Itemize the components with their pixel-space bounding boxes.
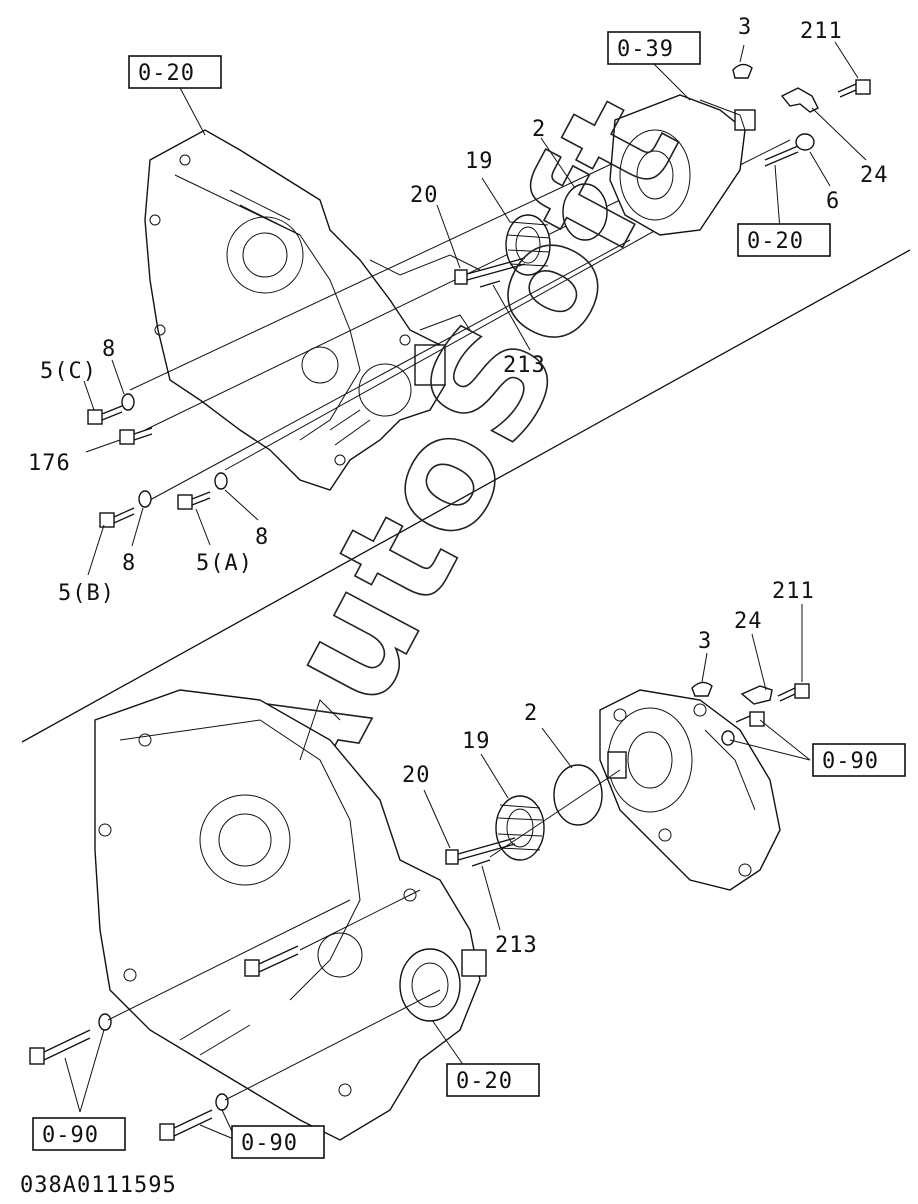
- ref-box-label: 0-90: [241, 1131, 298, 1156]
- callout-8-upper: 8: [102, 337, 116, 362]
- callout-211-lower: 211: [772, 579, 815, 604]
- callout-19: 19: [465, 149, 494, 174]
- callout-24: 24: [860, 163, 889, 188]
- callout-2: 2: [532, 117, 546, 142]
- ref-box-label: 0-20: [747, 229, 804, 254]
- callout-2-lower: 2: [524, 701, 538, 726]
- ref-box-0-20-upper-left[interactable]: 0-20: [128, 55, 222, 89]
- section-divider: [21, 249, 911, 743]
- callout-8-right: 8: [255, 525, 269, 550]
- callout-19-lower: 19: [462, 729, 491, 754]
- upper-o-ring: [562, 183, 608, 241]
- ref-box-0-90-bottom[interactable]: 0-90: [231, 1125, 325, 1159]
- upper-shaft-bolt: [454, 257, 526, 285]
- callout-20: 20: [410, 183, 439, 208]
- callout-176: 176: [28, 451, 71, 476]
- upper-assembly: 0-20 0-39 0-20 3 211 2 19 24 20 6 8 5(C)…: [28, 15, 889, 606]
- ref-box-label: 0-90: [822, 749, 879, 774]
- upper-gear-case: [144, 129, 446, 491]
- lower-leaders: [64, 604, 811, 1141]
- upper-pin: [479, 280, 501, 288]
- lower-bolt-211: [777, 683, 810, 702]
- lower-gear-case: [94, 689, 487, 1141]
- lower-o-ring: [553, 764, 603, 826]
- callout-211: 211: [800, 19, 843, 44]
- ref-box-label: 0-39: [617, 37, 674, 62]
- lower-callouts: 211 24 3 2 19 20 213: [402, 579, 815, 958]
- callout-5c: 5(C): [40, 359, 97, 384]
- lower-key: [691, 681, 713, 697]
- ref-box-label: 0-20: [138, 61, 195, 86]
- ref-box-0-39[interactable]: 0-39: [607, 31, 701, 65]
- upper-pump: [609, 94, 756, 236]
- ref-box-label: 0-20: [456, 1069, 513, 1094]
- upper-bolts: [87, 393, 228, 528]
- ref-box-0-20-upper-right[interactable]: 0-20: [737, 223, 831, 257]
- ref-box-0-90-left[interactable]: 0-90: [32, 1117, 126, 1151]
- callout-5a: 5(A): [196, 551, 253, 576]
- callout-5b: 5(B): [58, 581, 115, 606]
- lower-pump: [599, 689, 781, 891]
- upper-leaders: [83, 41, 867, 576]
- lower-pin: [471, 859, 491, 867]
- lower-bolts: [29, 711, 765, 1141]
- upper-projection-lines: [129, 139, 791, 501]
- callout-213: 213: [503, 353, 546, 378]
- upper-key: [732, 63, 753, 79]
- lower-idle-gear: [495, 795, 545, 861]
- callout-3: 3: [738, 15, 752, 40]
- upper-stud: [764, 145, 799, 167]
- ref-box-label: 0-90: [42, 1123, 99, 1148]
- lower-projection-lines: [107, 769, 621, 1101]
- callout-8-mid: 8: [122, 551, 136, 576]
- callout-3-lower: 3: [698, 629, 712, 654]
- ref-box-0-20-lower[interactable]: 0-20: [446, 1063, 540, 1097]
- callout-6: 6: [826, 189, 840, 214]
- callout-24-lower: 24: [734, 609, 763, 634]
- lower-assembly: 0-90 0-20 0-90 0-90 211 24 3 2 19 20 213: [29, 579, 906, 1159]
- callout-20-lower: 20: [402, 763, 431, 788]
- upper-callouts: 3 211 2 19 24 20 6 8 5(C) 213 176 5(B) 8…: [28, 15, 889, 606]
- upper-nut: [795, 133, 815, 151]
- upper-bolt-211: [837, 79, 871, 98]
- lower-lock-plate: [740, 685, 773, 705]
- ref-box-0-90-right[interactable]: 0-90: [812, 743, 906, 777]
- drawing-code: 038A0111595: [20, 1173, 177, 1198]
- callout-213-lower: 213: [495, 933, 538, 958]
